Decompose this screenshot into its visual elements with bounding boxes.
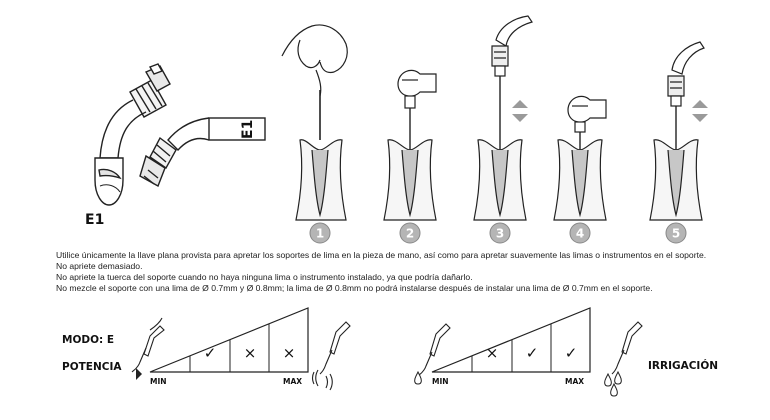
side-tip-label: E1	[240, 120, 256, 139]
step-number: 5	[672, 227, 680, 241]
instruction-text: No apriete la tuerca del soporte cuando …	[56, 271, 473, 282]
irrigation-level-3-check-icon: ✓	[564, 344, 578, 362]
step-4-drawing	[553, 95, 607, 221]
handpiece-irrigation-max-icon	[611, 321, 643, 375]
step-badge-4: 4	[569, 222, 591, 244]
irrigation-title: IRRIGACIÓN	[648, 360, 719, 372]
step-5-drawing	[649, 41, 708, 221]
irrigation-max-label: MAX	[565, 377, 585, 386]
step-number: 3	[496, 227, 504, 241]
bent-tip-label: E1	[85, 212, 104, 228]
illustration-panel: E1 E1	[85, 15, 708, 244]
droplets-icon	[604, 370, 622, 397]
instructions-block: Utilice únicamente la llave plana provis…	[56, 250, 716, 294]
irrigation-min-label: MIN	[432, 377, 449, 386]
step-3-drawing	[473, 15, 533, 221]
instruction-text: No mezcle el soporte con una lima de Ø 0…	[56, 282, 653, 293]
step-2-drawing	[383, 69, 437, 221]
step-number: 2	[406, 227, 414, 241]
step-badge-2: 2	[399, 222, 421, 244]
irrigation-triangle	[431, 307, 591, 373]
power-max-label: MAX	[283, 377, 303, 386]
irrigation-level-2-check-icon: ✓	[525, 344, 539, 362]
step-badge-5: 5	[665, 222, 687, 244]
power-level-1-check-icon: ✓	[203, 344, 217, 362]
instruction-text: Utilice únicamente la llave plana provis…	[56, 250, 707, 271]
min-arrow-icon	[136, 368, 142, 380]
power-min-label: MIN	[150, 377, 167, 386]
step-number: 1	[316, 227, 324, 241]
droplet-icon	[414, 370, 422, 385]
step-badge-3: 3	[489, 222, 511, 244]
power-title: POTENCIA	[62, 361, 122, 373]
power-level-3-cross-icon: ×	[282, 344, 296, 362]
power-level-2-cross-icon: ×	[243, 344, 257, 362]
irrigation-level-1-cross-icon: ×	[485, 344, 499, 362]
side-tip-drawing	[139, 117, 266, 188]
power-mode-title: MODO: E	[62, 334, 115, 346]
step-badge-1: 1	[309, 222, 331, 244]
handpiece-min-icon	[131, 317, 165, 373]
bent-tip-drawing	[94, 63, 171, 206]
handpiece-max-icon	[311, 321, 351, 391]
step-1-drawing	[281, 24, 348, 221]
step-number: 4	[576, 227, 584, 241]
